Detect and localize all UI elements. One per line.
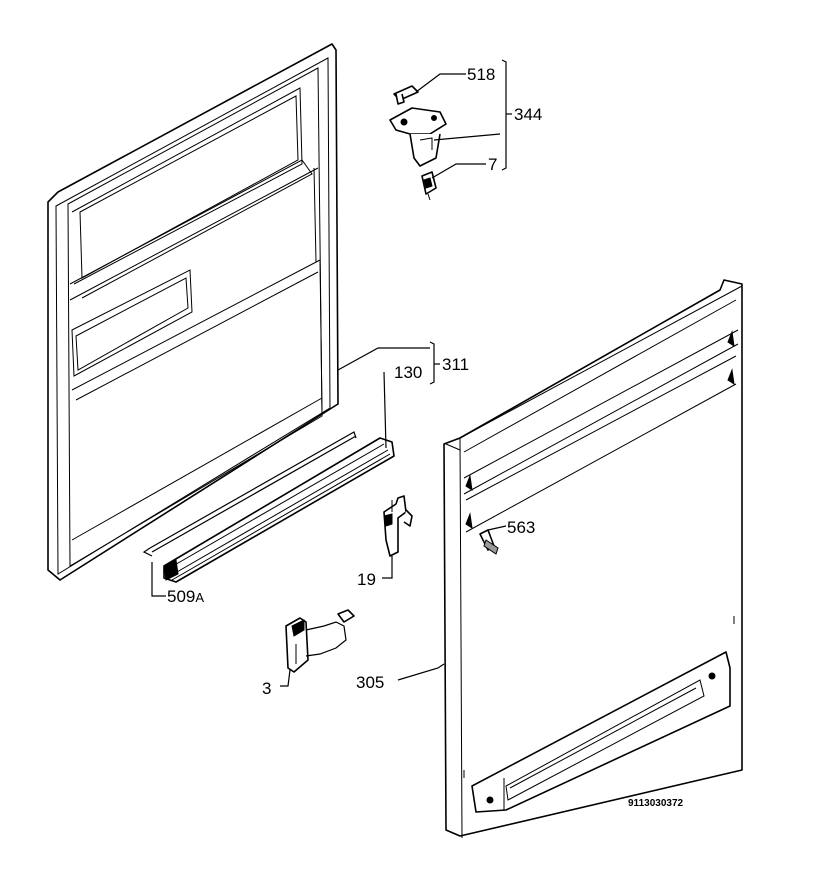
inner-door-panel <box>47 43 339 581</box>
door-seal-509a <box>142 431 357 557</box>
label-311: 311 <box>442 355 469 374</box>
label-3: 3 <box>262 679 271 698</box>
label-19: 19 <box>357 570 376 589</box>
label-130: 130 <box>394 363 422 382</box>
leader-lines <box>151 59 512 687</box>
label-563: 563 <box>507 518 535 537</box>
label-509-number: 509 <box>167 587 195 606</box>
label-509-suffix: A <box>195 590 204 605</box>
label-509a: 509A <box>167 587 204 606</box>
door-gasket-130 <box>163 437 395 583</box>
label-305: 305 <box>356 673 384 692</box>
hinge-assembly-344 <box>389 85 447 201</box>
diagram-code: 9113030372 <box>628 798 684 809</box>
part-labels: 518 344 7 311 130 563 19 509A 305 3 9113… <box>167 65 684 809</box>
label-518: 518 <box>467 65 495 84</box>
label-344: 344 <box>514 105 542 124</box>
screw-563 <box>479 529 499 555</box>
label-7: 7 <box>488 155 497 174</box>
switch-part-3 <box>285 609 355 673</box>
outer-door-panel-305 <box>443 279 743 839</box>
latch-part-19 <box>383 495 413 557</box>
